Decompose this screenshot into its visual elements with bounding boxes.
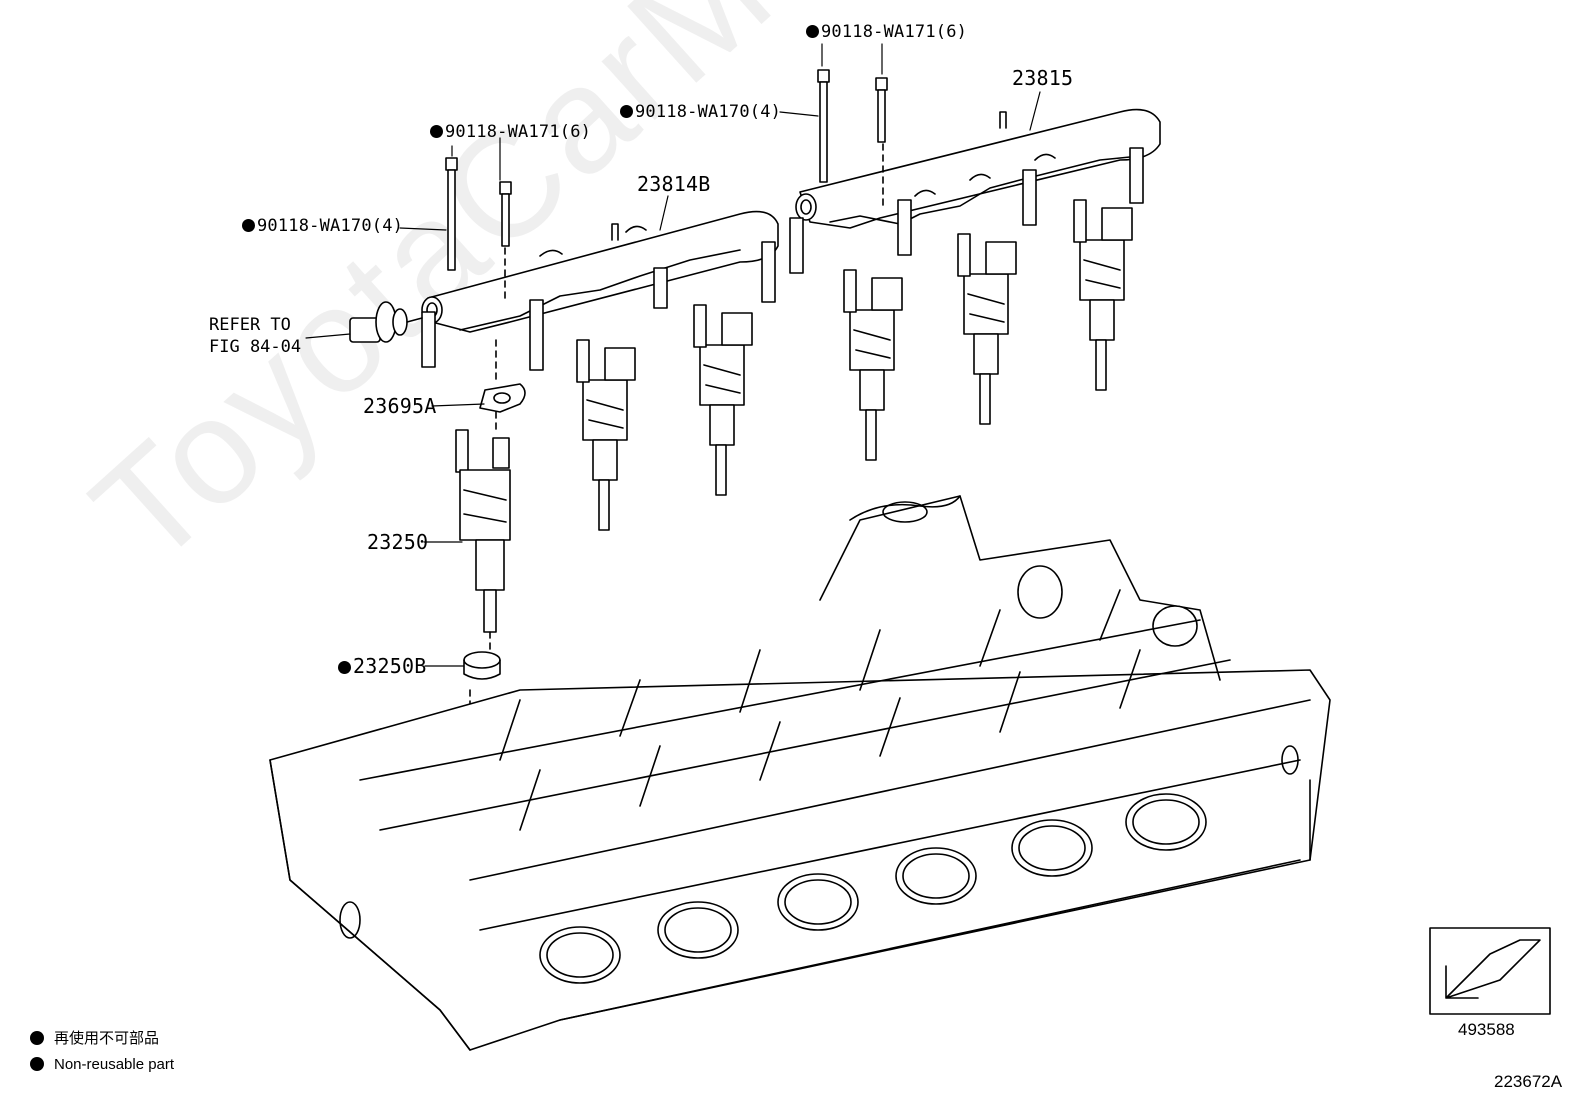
callout-fuel-rail-left: 23814B	[637, 172, 711, 196]
non-reusable-dot-icon	[242, 219, 255, 232]
cylinder-head	[269, 495, 1331, 1051]
callout-refer-to-figure: REFER TO FIG 84-04	[209, 315, 302, 357]
bolts	[445, 69, 888, 271]
non-reusable-dot-icon	[806, 25, 819, 38]
callout-seal: 23250B	[338, 656, 426, 676]
non-reusable-dot-icon	[338, 661, 351, 674]
non-reusable-dot-icon	[30, 1031, 44, 1045]
exploded-injector	[455, 143, 884, 821]
callout-injector: 23250	[367, 530, 429, 554]
fuel-pressure-sensor	[349, 301, 423, 343]
callout-spacer: 23695A	[363, 394, 437, 418]
fuel-rail-left	[421, 210, 779, 371]
leader-lines	[305, 43, 1041, 667]
non-reusable-dot-icon	[620, 105, 633, 118]
legend-jp: 再使用不可部品	[30, 1030, 159, 1048]
figure-code: 223672A	[1494, 1072, 1563, 1091]
callout-bolt-171-right: 90118-WA171(6)	[806, 22, 967, 42]
callout-bolt-170-left: 90118-WA170(4)	[242, 216, 403, 236]
view-direction-code: 493588	[1458, 1020, 1515, 1039]
injectors-right	[576, 199, 1133, 531]
view-direction-box	[1429, 927, 1551, 1015]
callout-fuel-rail-right: 23815	[1012, 66, 1074, 90]
callout-bolt-171-left: 90118-WA171(6)	[430, 122, 591, 142]
fuel-rail-right	[789, 108, 1161, 274]
legend-en: Non-reusable part	[30, 1056, 174, 1074]
callout-bolt-170-right: 90118-WA170(4)	[620, 102, 781, 122]
non-reusable-dot-icon	[430, 125, 443, 138]
non-reusable-dot-icon	[30, 1057, 44, 1071]
